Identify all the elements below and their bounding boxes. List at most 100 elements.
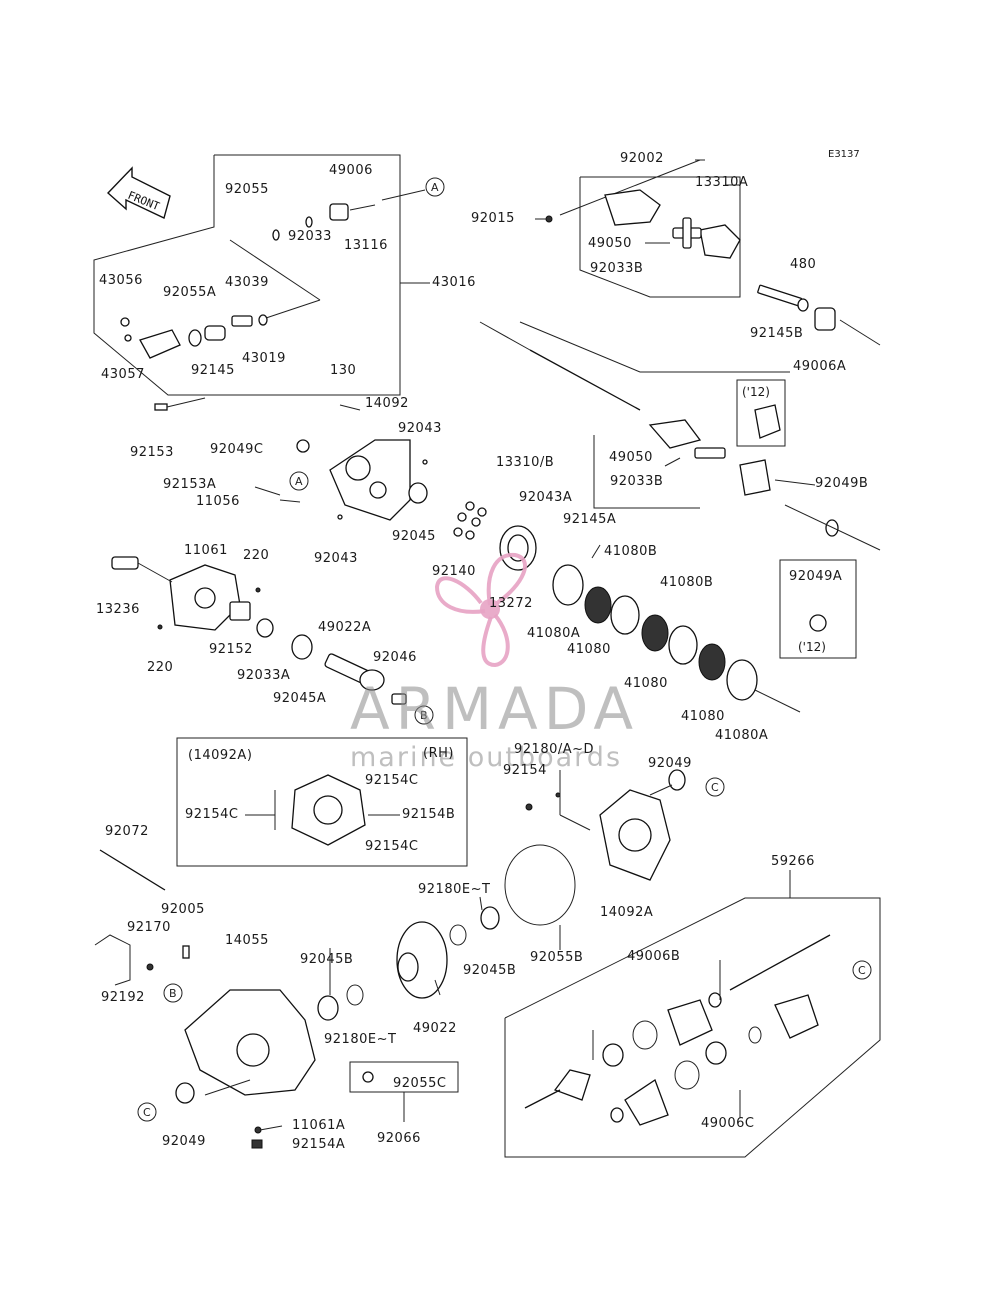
part-label-11061A: 11061A	[292, 1118, 346, 1133]
part-label-480: 480	[790, 257, 817, 272]
watermark-tagline: marine outboards	[350, 742, 623, 773]
part-label-92033A: 92033A	[237, 668, 291, 683]
part-label-13236: 13236	[96, 602, 140, 617]
svg-text:C: C	[711, 781, 719, 794]
part-label-41080-1: 41080	[567, 642, 611, 657]
part-label-41080B-2: 41080B	[660, 575, 714, 590]
part-label-43039: 43039	[225, 275, 269, 290]
part-label-43016: 43016	[432, 275, 476, 290]
part-label-92154C-bottom: 92154C	[365, 839, 419, 854]
part-label-92154: 92154	[503, 763, 547, 778]
part-label-92154A: 92154A	[292, 1137, 346, 1152]
leader-lines	[204, 159, 816, 1131]
part-label-92049-left: 92049	[162, 1134, 206, 1149]
part-label-43019: 43019	[242, 351, 286, 366]
part-label-92033B-mid: 92033B	[610, 474, 664, 489]
part-label-41080-3: 41080	[681, 709, 725, 724]
watermark-propeller-logo	[434, 552, 527, 668]
part-label-92145A: 92145A	[563, 512, 617, 527]
part-label-92033: 92033	[288, 229, 332, 244]
input-cover	[111, 556, 407, 705]
propshaft-rear-parts	[479, 321, 881, 659]
part-label-92043-top: 92043	[398, 421, 442, 436]
part-label-13310B: 13310/B	[496, 455, 555, 470]
svg-text:B: B	[420, 709, 428, 722]
part-label-92055: 92055	[225, 182, 269, 197]
rh-side-note: (RH)	[423, 746, 454, 761]
rear-cover-14092A	[504, 769, 686, 926]
part-label-92045A: 92045A	[273, 691, 327, 706]
part-label-92043A: 92043A	[519, 490, 573, 505]
part-label-43057: 43057	[101, 367, 145, 382]
part-label-92045B-left: 92045B	[300, 952, 354, 967]
clutch-plates	[552, 544, 801, 713]
part-label-59266: 59266	[771, 854, 815, 869]
part-label-92033B-top: 92033B	[590, 261, 644, 276]
callout-c-left: C	[137, 1102, 157, 1122]
svg-text:C: C	[143, 1106, 151, 1119]
callout-a-top: A	[425, 177, 445, 197]
part-label-92180E-T-bottom: 92180E~T	[324, 1032, 397, 1047]
part-label-49050-mid: 49050	[609, 450, 653, 465]
part-label-92049B: 92049B	[815, 476, 869, 491]
part-label-49006C: 49006C	[701, 1116, 755, 1131]
part-label-49050-top: 49050	[588, 236, 632, 251]
part-label-92170: 92170	[127, 920, 171, 935]
part-label-41080A-2: 41080A	[715, 728, 769, 743]
part-label-92154B: 92154B	[402, 807, 456, 822]
svg-text:C: C	[858, 964, 866, 977]
callout-c-right: C	[705, 777, 725, 797]
propshaft-front-parts	[545, 189, 881, 346]
part-label-92049-right: 92049	[648, 756, 692, 771]
callout-c-axle: C	[852, 960, 872, 980]
part-label-49006B: 49006B	[627, 949, 681, 964]
part-label-92043-bottom: 92043	[314, 551, 358, 566]
part-label-92180A-D: 92180/A~D	[514, 742, 595, 757]
part-label-92046: 92046	[373, 650, 417, 665]
axle-assembly-box	[504, 870, 881, 1158]
part-label-92066: 92066	[377, 1131, 421, 1146]
svg-text:A: A	[295, 475, 303, 488]
part-label-92145: 92145	[191, 363, 235, 378]
part-label-49006A: 49006A	[793, 359, 847, 374]
part-label-14055: 14055	[225, 933, 269, 948]
part-label-92055A: 92055A	[163, 285, 217, 300]
part-label-41080A-1: 41080A	[527, 626, 581, 641]
part-label-92002: 92002	[620, 151, 664, 166]
part-label-13310A: 13310A	[695, 175, 749, 190]
svg-text:B: B	[169, 987, 177, 1000]
front-arrow: FRONT	[106, 166, 171, 219]
rh-group-code: (14092A)	[188, 748, 253, 763]
part-label-92154C-left: 92154C	[185, 807, 239, 822]
watermark-brand: ARMADA	[350, 675, 640, 743]
part-label-92153A: 92153A	[163, 477, 217, 492]
year-note-bottom: ('12)	[798, 640, 826, 654]
part-label-41080B-1: 41080B	[604, 544, 658, 559]
part-label-220-top: 220	[243, 548, 270, 563]
part-label-92192: 92192	[101, 990, 145, 1005]
part-label-14092: 14092	[365, 396, 409, 411]
part-label-13116: 13116	[344, 238, 388, 253]
part-label-92049C: 92049C	[210, 442, 264, 457]
front-gear-case	[254, 404, 428, 521]
part-label-92045B-right: 92045B	[463, 963, 517, 978]
part-label-92153: 92153	[130, 445, 174, 460]
part-label-92180E-T-top: 92180E~T	[418, 882, 491, 897]
part-label-49006: 49006	[329, 163, 373, 178]
part-label-92049A: 92049A	[789, 569, 843, 584]
part-label-92152: 92152	[209, 642, 253, 657]
part-label-92154C-top: 92154C	[365, 773, 419, 788]
shift-group-outline	[93, 154, 430, 396]
propshaft-group-outline	[535, 159, 741, 298]
part-label-92055C: 92055C	[393, 1076, 447, 1091]
part-label-92145B: 92145B	[750, 326, 804, 341]
year-note-top: ('12)	[742, 385, 770, 399]
part-label-11061: 11061	[184, 543, 228, 558]
part-label-92055B: 92055B	[530, 950, 584, 965]
part-label-92072: 92072	[105, 824, 149, 839]
part-label-41080-2: 41080	[624, 676, 668, 691]
part-label-92005: 92005	[161, 902, 205, 917]
part-label-14092A: 14092A	[600, 905, 654, 920]
part-label-11056: 11056	[196, 494, 240, 509]
